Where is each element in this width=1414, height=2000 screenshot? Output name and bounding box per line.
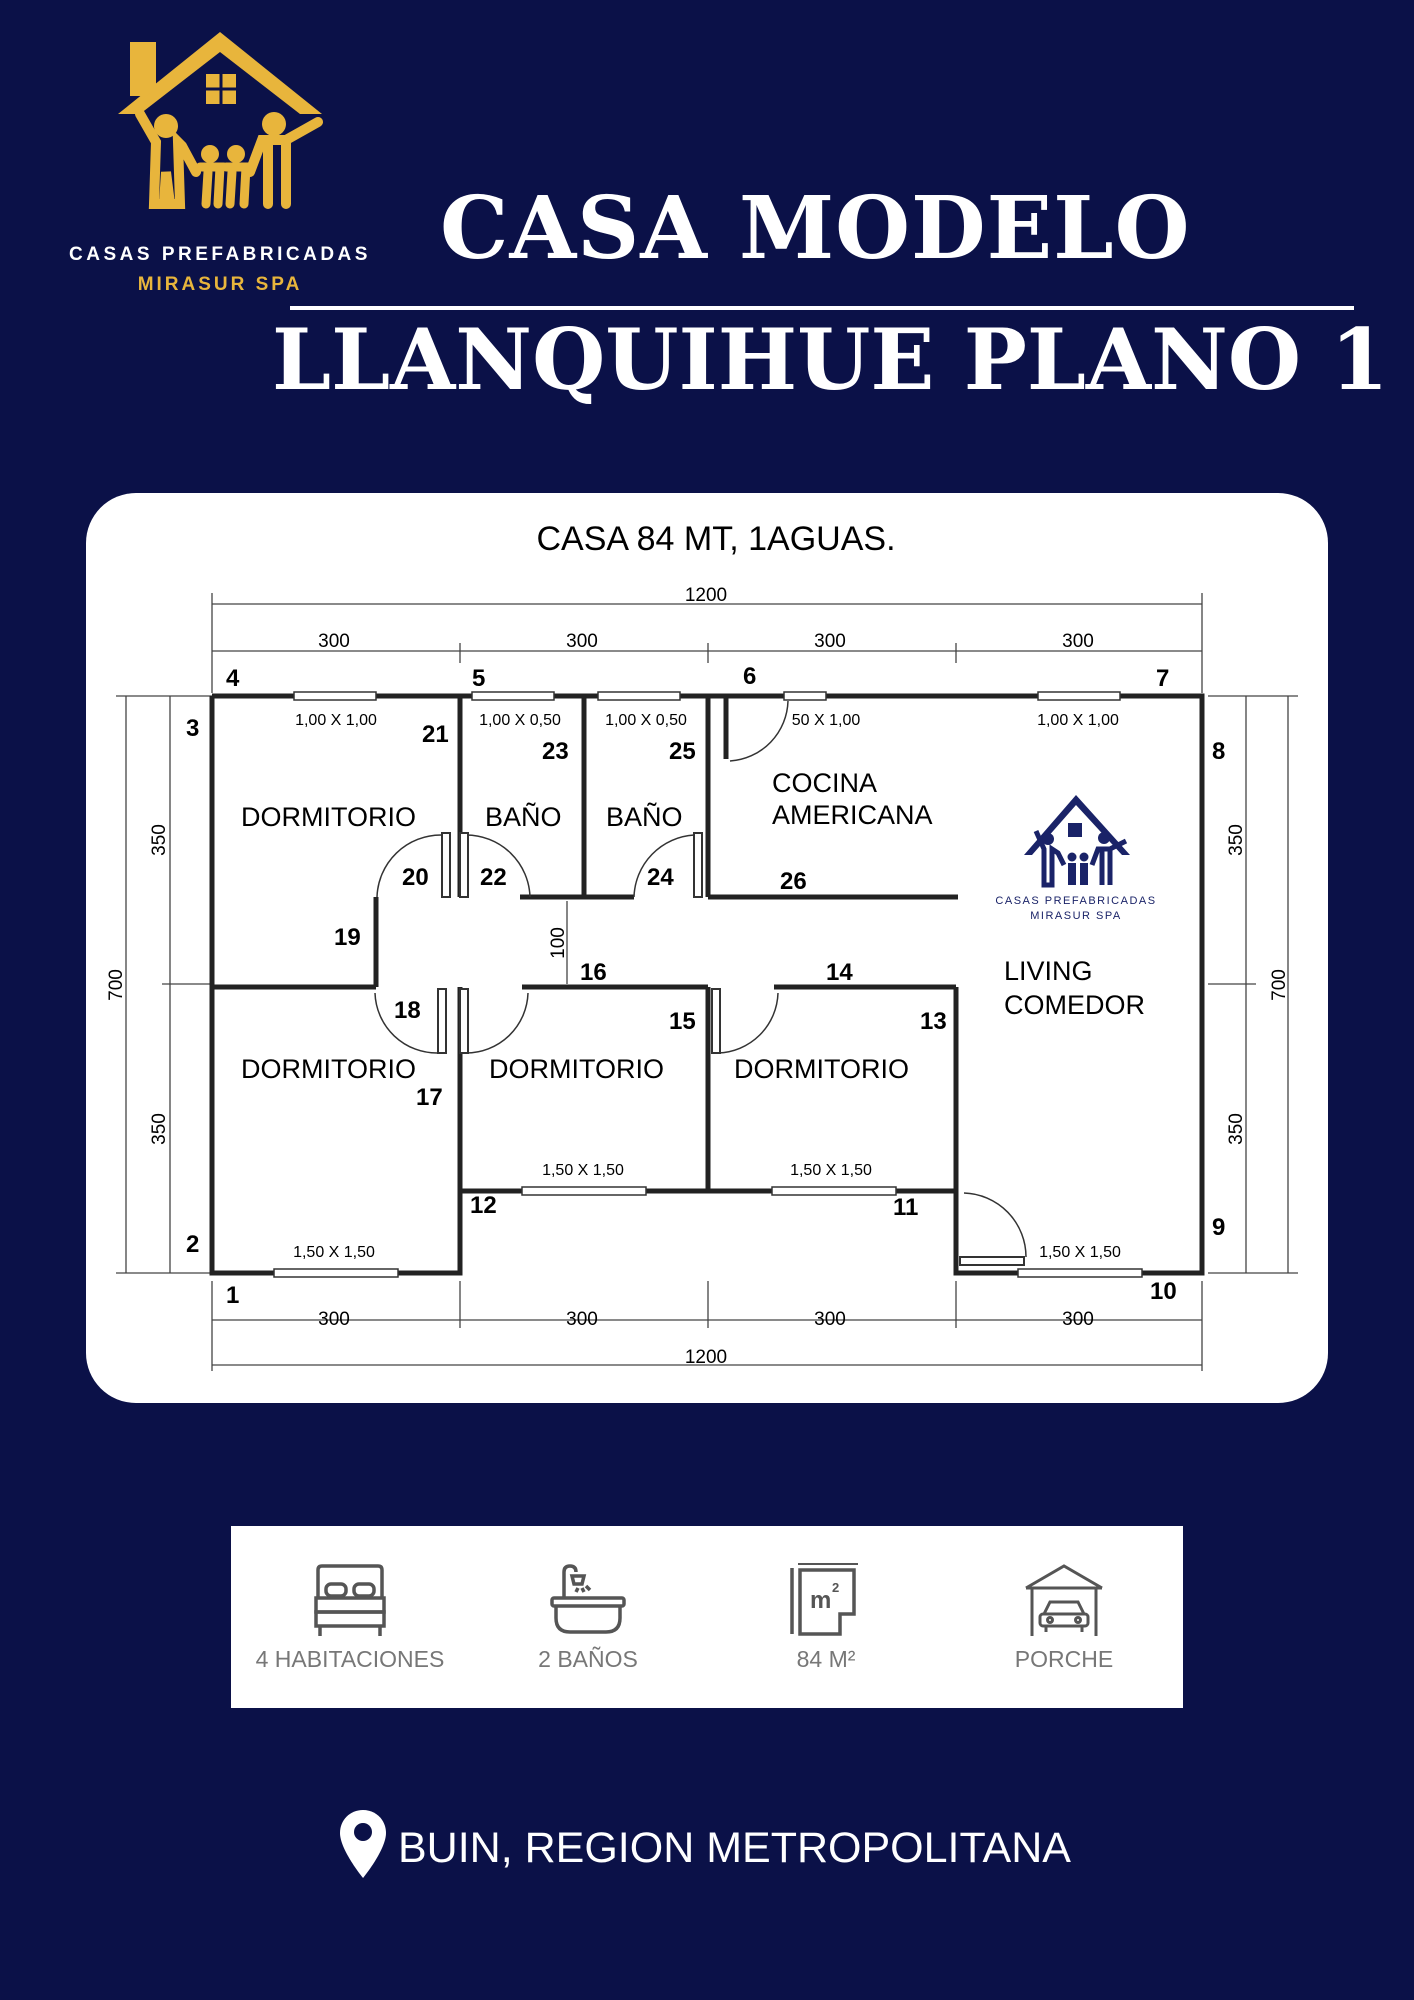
feature-area-label: 84 M² bbox=[796, 1646, 856, 1672]
room-label: BAÑO bbox=[485, 801, 562, 832]
point-label: 3 bbox=[186, 715, 199, 742]
dim-bottom-1: 300 bbox=[318, 1309, 350, 1330]
point-label: 11 bbox=[893, 1194, 918, 1221]
point-label: 24 bbox=[647, 864, 674, 891]
point-label: 5 bbox=[472, 665, 485, 692]
title-divider bbox=[290, 306, 1354, 310]
brand-name-line2: MIRASUR SPA bbox=[137, 274, 303, 295]
page-title-line2: LLANQUIHUE PLANO 1 bbox=[272, 310, 1389, 409]
point-label: 19 bbox=[334, 924, 361, 951]
point-label: 7 bbox=[1156, 665, 1169, 692]
dim-bottom-2: 300 bbox=[566, 1309, 598, 1330]
feature-bathrooms-label: 2 BAÑOS bbox=[538, 1646, 638, 1672]
feature-bedrooms-label: 4 HABITACIONES bbox=[255, 1646, 445, 1672]
feature-bedrooms: 4 HABITACIONES bbox=[231, 1526, 469, 1708]
point-label: 16 bbox=[580, 959, 607, 986]
point-label: 1 bbox=[226, 1282, 239, 1309]
window-label: 1,00 X 1,00 bbox=[1037, 712, 1119, 729]
window-label: 1,00 X 0,50 bbox=[479, 712, 561, 729]
room-label: DORMITORIO bbox=[241, 1054, 416, 1084]
point-label: 14 bbox=[826, 959, 853, 986]
point-label: 26 bbox=[780, 868, 807, 895]
svg-text:2: 2 bbox=[832, 1580, 839, 1595]
area-m2-icon: m 2 bbox=[790, 1563, 858, 1636]
watermark-brand-line1: CASAS PREFABRICADAS bbox=[995, 895, 1156, 907]
point-label: 6 bbox=[743, 663, 756, 690]
window-label: 1,50 X 1,50 bbox=[293, 1244, 375, 1261]
carport-icon bbox=[1025, 1564, 1103, 1636]
point-label: 2 bbox=[186, 1231, 199, 1258]
dim-left-total: 700 bbox=[106, 969, 127, 1001]
point-label: 17 bbox=[416, 1084, 443, 1111]
feature-bathrooms: 2 BAÑOS bbox=[469, 1526, 707, 1708]
room-label: AMERICANA bbox=[772, 800, 933, 830]
room-label: DORMITORIO bbox=[241, 802, 416, 832]
feature-porch-label: PORCHE bbox=[1014, 1646, 1114, 1672]
house-family-logo-icon bbox=[118, 32, 323, 209]
watermark-brand-line2: MIRASUR SPA bbox=[1030, 910, 1121, 922]
window-label: 1,00 X 1,00 bbox=[295, 712, 377, 729]
dim-bottom-4: 300 bbox=[1062, 1309, 1094, 1330]
dim-right-total: 700 bbox=[1269, 969, 1290, 1001]
plan-title: CASA 84 MT, 1AGUAS. bbox=[536, 520, 895, 558]
window-label: 1,00 X 0,50 bbox=[605, 712, 687, 729]
point-label: 12 bbox=[470, 1192, 497, 1219]
brand-name-line1: CASAS PREFABRICADAS bbox=[69, 244, 371, 265]
point-label: 23 bbox=[542, 738, 569, 765]
page-title-line1: CASA MODELO bbox=[440, 178, 1191, 279]
dim-total-top: 1200 bbox=[685, 585, 727, 606]
svg-text:m: m bbox=[810, 1587, 831, 1614]
room-label: LIVING bbox=[1004, 956, 1093, 986]
bed-icon bbox=[314, 1564, 386, 1636]
dim-bottom-3: 300 bbox=[814, 1309, 846, 1330]
dim-right-lower: 350 bbox=[1226, 1113, 1247, 1145]
dim-left-lower: 350 bbox=[149, 1113, 170, 1145]
room-label: DORMITORIO bbox=[489, 1054, 664, 1084]
point-label: 25 bbox=[669, 738, 696, 765]
floor-plan-card: CASA 84 MT, 1AGUAS. bbox=[86, 493, 1328, 1403]
location-pin-icon bbox=[340, 1810, 386, 1878]
point-label: 21 bbox=[422, 721, 449, 748]
brand-logo: CASAS PREFABRICADAS MIRASUR SPA bbox=[40, 22, 400, 295]
dim-top-2: 300 bbox=[566, 631, 598, 652]
point-label: 4 bbox=[226, 665, 240, 692]
point-label: 20 bbox=[402, 864, 429, 891]
location-text: BUIN, REGION METROPOLITANA bbox=[398, 1824, 1071, 1872]
dim-left-upper: 350 bbox=[149, 824, 170, 856]
room-label: BAÑO bbox=[606, 801, 683, 832]
point-label: 18 bbox=[394, 997, 421, 1024]
point-label: 15 bbox=[669, 1008, 696, 1035]
room-label: COMEDOR bbox=[1004, 990, 1145, 1020]
features-bar: 4 HABITACIONES 2 BAÑOS m 2 84 M² bbox=[231, 1526, 1183, 1708]
point-label: 10 bbox=[1150, 1278, 1177, 1305]
dim-right-upper: 350 bbox=[1226, 824, 1247, 856]
dim-hallway: 100 bbox=[548, 927, 569, 959]
window-label: 1,50 X 1,50 bbox=[542, 1162, 624, 1179]
dim-total-bottom: 1200 bbox=[685, 1347, 727, 1368]
brand-watermark-icon: CASAS PREFABRICADAS MIRASUR SPA bbox=[995, 795, 1156, 922]
window-label: 1,50 X 1,50 bbox=[790, 1162, 872, 1179]
point-label: 22 bbox=[480, 864, 507, 891]
point-label: 8 bbox=[1212, 738, 1225, 765]
point-label: 9 bbox=[1212, 1214, 1225, 1241]
dim-top-3: 300 bbox=[814, 631, 846, 652]
floor-plan-drawing: CASA 84 MT, 1AGUAS. bbox=[106, 520, 1298, 1371]
dim-top-1: 300 bbox=[318, 631, 350, 652]
window-label: 1,50 X 1,50 bbox=[1039, 1244, 1121, 1261]
window-label: 50 X 1,00 bbox=[792, 712, 861, 729]
bathtub-icon bbox=[550, 1564, 626, 1634]
feature-porch: PORCHE bbox=[945, 1526, 1183, 1708]
dim-top-4: 300 bbox=[1062, 631, 1094, 652]
point-label: 13 bbox=[920, 1008, 947, 1035]
room-label: DORMITORIO bbox=[734, 1054, 909, 1084]
feature-area: m 2 84 M² bbox=[707, 1526, 945, 1708]
room-label: COCINA bbox=[772, 768, 877, 798]
